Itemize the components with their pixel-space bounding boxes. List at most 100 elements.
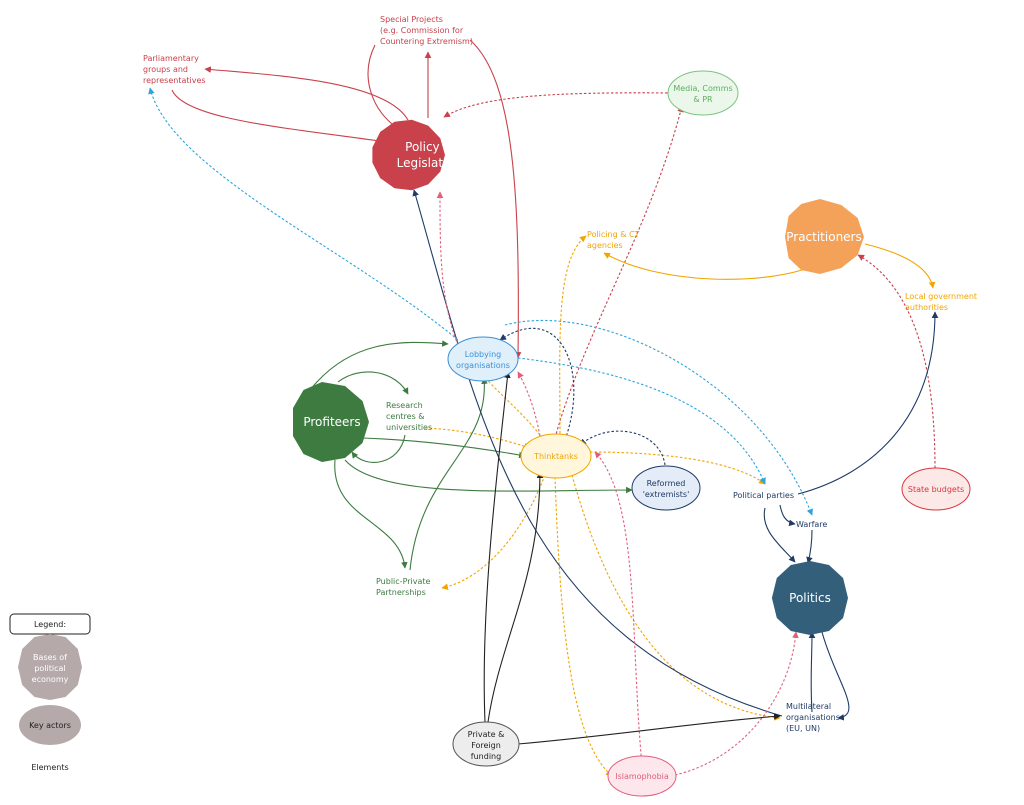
label-multilateral: Multilateral organisations (EU, UN) bbox=[786, 702, 840, 733]
policing-line-2: agencies bbox=[587, 241, 623, 250]
edge-thinktanks-ppp bbox=[441, 474, 546, 591]
state-budgets-shape bbox=[901, 467, 971, 511]
multilateral-line-3: (EU, UN) bbox=[786, 724, 820, 733]
edge-funding-thinktanks bbox=[487, 471, 544, 723]
funding-label-3: funding bbox=[471, 752, 501, 761]
islamophobia-label: Islamophobia bbox=[615, 772, 669, 781]
edge-lobbying-warfare bbox=[504, 320, 813, 516]
edge-thinktanks-multilateral bbox=[571, 474, 781, 721]
node-islamophobia[interactable]: Islamophobia bbox=[607, 755, 677, 797]
edge-parties-local bbox=[797, 311, 939, 495]
state-budgets-label: State budgets bbox=[908, 485, 964, 494]
edge-practitioners-local bbox=[864, 243, 936, 289]
label-special-projects: Special Projects (e.g. Commission for Co… bbox=[380, 15, 473, 46]
edge-thinktanks-islamophobia bbox=[554, 476, 613, 777]
edge-islamophobia-politics bbox=[674, 631, 799, 776]
funding-label-1: Private & bbox=[468, 730, 505, 739]
label-parliamentary: Parliamentary groups and representatives bbox=[143, 54, 206, 85]
edge-profiteers-research bbox=[337, 371, 409, 395]
media-label-2: & PR bbox=[693, 95, 713, 104]
policing-line-1: Policing & CT bbox=[587, 230, 640, 239]
research-line-2: centres & bbox=[386, 412, 425, 421]
profiteers-label: Profiteers bbox=[303, 415, 360, 429]
lobbying-shape bbox=[447, 336, 519, 382]
reformed-label-2: 'extremists' bbox=[643, 490, 690, 499]
multilateral-line-1: Multilateral bbox=[786, 702, 831, 711]
local-gov-line-1: Local government bbox=[905, 292, 977, 301]
edge-islamophobia-thinktanks bbox=[594, 451, 643, 766]
islamophobia-shape bbox=[607, 755, 677, 797]
media-label-1: Media, Comms bbox=[673, 84, 732, 93]
legend-elements-label: Elements bbox=[31, 763, 68, 772]
node-politics[interactable]: Politics bbox=[771, 561, 848, 635]
node-media-comms-pr[interactable]: Media, Comms & PR bbox=[667, 70, 739, 116]
special-projects-line-2: (e.g. Commission for bbox=[380, 26, 464, 35]
edge-thinktanks-lobbying bbox=[479, 371, 541, 436]
ppp-line-1: Public-Private bbox=[376, 577, 431, 586]
thinktanks-label: Thinktanks bbox=[533, 452, 578, 461]
politics-label: Politics bbox=[789, 591, 831, 605]
parliamentary-line-2: groups and bbox=[143, 65, 188, 74]
edge-parliamentary-policy bbox=[171, 89, 387, 145]
edge-thinktanks-media bbox=[554, 105, 684, 439]
edge-reformed-thinktanks bbox=[579, 430, 666, 466]
funding-shape bbox=[452, 721, 520, 767]
edge-parties-warfare bbox=[779, 504, 796, 527]
edge-ppp-lobbying bbox=[409, 377, 488, 571]
label-political-parties: Political parties bbox=[733, 491, 794, 500]
policy-label-1: Policy & bbox=[405, 140, 453, 154]
node-state-budgets[interactable]: State budgets bbox=[901, 467, 971, 511]
edge-funding-lobbying bbox=[483, 371, 511, 723]
funding-label-2: Foreign bbox=[471, 741, 501, 750]
edge-special-lobbying bbox=[469, 39, 522, 359]
edges bbox=[148, 39, 939, 777]
local-gov-line-2: authorities bbox=[905, 303, 948, 312]
reformed-label-1: Reformed bbox=[647, 479, 686, 488]
politics-shape bbox=[771, 561, 848, 635]
ppp-line-2: Partnerships bbox=[376, 588, 426, 597]
legend-bases-line-3: economy bbox=[32, 675, 69, 684]
node-thinktanks[interactable]: Thinktanks bbox=[520, 433, 592, 479]
profiteers-shape bbox=[293, 382, 369, 462]
edge-thinktanks-lobbying-navy bbox=[499, 327, 575, 441]
edge-media-policy bbox=[443, 92, 673, 118]
edge-multilateral-policy bbox=[412, 189, 783, 717]
parliamentary-line-3: representatives bbox=[143, 76, 206, 85]
research-line-3: universities bbox=[386, 423, 432, 432]
legend: Legend: Bases of political economy Key a… bbox=[9, 613, 91, 772]
edge-multilateral-politics bbox=[808, 631, 816, 713]
research-line-1: Research bbox=[386, 401, 423, 410]
legend-bases-shape bbox=[18, 634, 82, 700]
label-research: Research centres & universities bbox=[386, 401, 432, 432]
legend-bases-line-2: political bbox=[34, 664, 65, 673]
policy-label-2: Legislation bbox=[397, 156, 462, 170]
special-projects-line-1: Special Projects bbox=[380, 15, 443, 24]
edge-profiteers-lobbying bbox=[309, 340, 449, 391]
node-policy-legislation[interactable]: Policy & Legislation bbox=[372, 119, 462, 191]
edge-profiteers-ppp bbox=[334, 459, 408, 569]
legend-bases-line-1: Bases of bbox=[33, 653, 67, 662]
parliamentary-line-1: Parliamentary bbox=[143, 54, 199, 63]
edge-lobbying-parliamentary bbox=[148, 87, 459, 341]
node-practitioners[interactable]: Practitioners bbox=[785, 199, 864, 274]
node-profiteers[interactable]: Profiteers bbox=[293, 382, 369, 462]
edge-lobbying-policy bbox=[436, 191, 459, 346]
multilateral-line-2: organisations bbox=[786, 713, 840, 722]
thinktanks-shape bbox=[520, 433, 592, 479]
edge-thinktanks-lobbying-pink bbox=[517, 371, 541, 437]
lobbying-label-1: Lobbying bbox=[465, 350, 501, 359]
reformed-shape bbox=[631, 465, 701, 511]
legend-actors-label: Key actors bbox=[29, 721, 71, 730]
policy-shape bbox=[372, 119, 445, 191]
label-policing: Policing & CT agencies bbox=[587, 230, 640, 250]
node-private-foreign-funding[interactable]: Private & Foreign funding bbox=[452, 721, 520, 767]
edge-funding-multilateral bbox=[517, 713, 781, 745]
edge-profiteers-thinktanks bbox=[361, 437, 526, 459]
special-projects-line-3: Countering Extremism) bbox=[380, 37, 473, 46]
node-lobbying-organisations[interactable]: Lobbying organisations bbox=[447, 336, 519, 382]
edge-thinktanks-parties bbox=[589, 451, 766, 485]
practitioners-label: Practitioners bbox=[786, 230, 862, 244]
node-reformed-extremists[interactable]: Reformed 'extremists' bbox=[631, 465, 701, 511]
edge-research-profiteers bbox=[351, 434, 406, 463]
